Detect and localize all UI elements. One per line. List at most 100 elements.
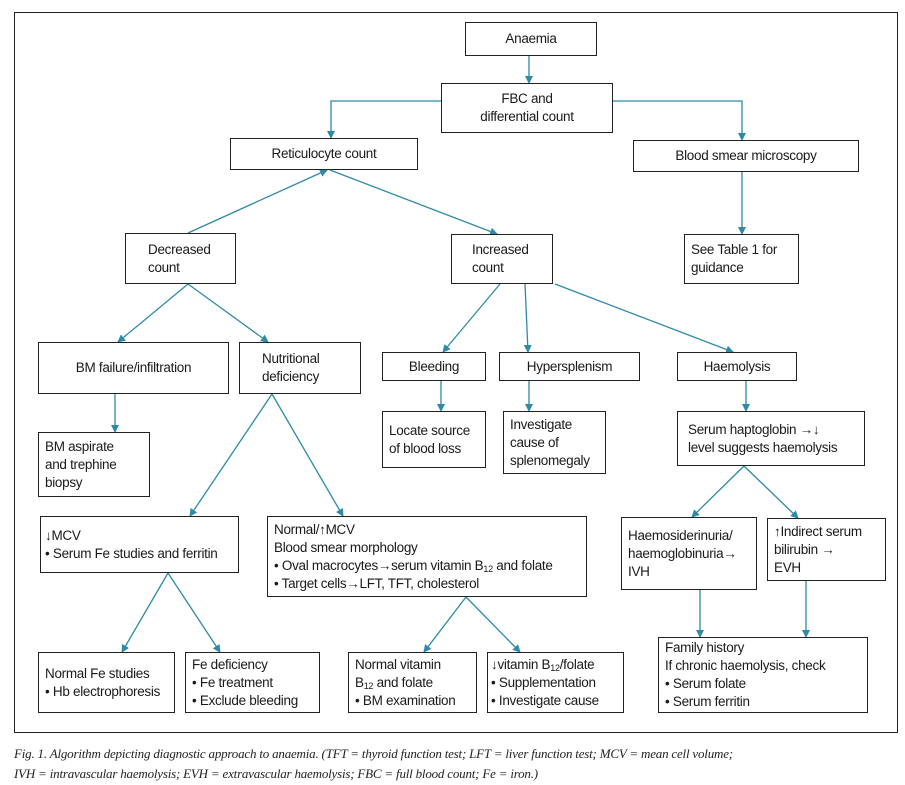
- node-text: Haemosiderinuria/: [628, 527, 733, 543]
- text-part: B: [355, 674, 364, 690]
- node-text: EVH: [774, 559, 801, 575]
- node-text: • Hb electrophoresis: [45, 683, 161, 699]
- connector-arrow: [613, 100, 746, 141]
- figure-frame: [14, 12, 898, 733]
- node-text: Normal vitamin: [355, 656, 441, 672]
- node-text: B12 and folate: [355, 674, 433, 692]
- figure-caption-line-2: IVH = intravascular haemolysis; EVH = ex…: [14, 766, 538, 781]
- node-text: • Serum ferritin: [665, 694, 750, 709]
- connector-arrow: [442, 283, 501, 353]
- node-text: • Serum folate: [665, 676, 746, 691]
- node-text: Serum haptoglobin →↓: [688, 421, 820, 437]
- node-nutritional-deficiency: Nutritional deficiency: [239, 342, 361, 394]
- node-text: splenomegaly: [510, 452, 590, 468]
- node-text: ↓MCV: [45, 527, 81, 543]
- subscript: 12: [363, 680, 374, 691]
- node-text: • Supplementation: [491, 674, 596, 690]
- node-text: count: [472, 260, 504, 275]
- node-text: BM aspirate: [45, 438, 114, 454]
- node-low-mcv: ↓MCV • Serum Fe studies and ferritin: [40, 516, 239, 573]
- node-text: level suggests haemolysis: [688, 439, 838, 455]
- node-normal-high-mcv: Normal/↑MCV Blood smear morphology • Ova…: [267, 516, 587, 597]
- node-low-vitamin: ↓vitamin B12/folate • Supplementation • …: [487, 652, 624, 713]
- connector-arrow: [691, 465, 745, 518]
- node-text: See Table 1 for: [691, 242, 778, 257]
- node-text: count: [148, 259, 180, 275]
- node-text: Nutritional: [262, 351, 320, 366]
- node-text: Haemolysis: [703, 358, 771, 374]
- subscript: 12: [550, 662, 560, 673]
- figure-caption-line-1: Fig. 1. Algorithm depicting diagnostic a…: [14, 746, 733, 761]
- node-text: ↓vitamin B12/folate: [491, 656, 595, 674]
- node-text: IVH: [628, 563, 650, 579]
- node-text: If chronic haemolysis, check: [665, 658, 826, 673]
- connector-arrow: [121, 572, 169, 653]
- node-text: and trephine: [45, 456, 117, 472]
- connector-arrow: [189, 393, 273, 517]
- node-text: Family history: [665, 640, 745, 655]
- node-haemolysis: Haemolysis: [677, 352, 797, 381]
- node-text: Investigate: [510, 416, 572, 432]
- node-text: Reticulocyte count: [271, 146, 377, 161]
- node-text: Decreased: [148, 241, 211, 257]
- connector-arrow: [327, 100, 441, 139]
- text-part: and folate: [492, 557, 553, 573]
- connector-arrow: [554, 283, 734, 354]
- node-hypersplenism: Hypersplenism: [499, 352, 640, 381]
- connector-arrow: [187, 283, 269, 343]
- node-blood-smear: Blood smear microscopy: [633, 140, 859, 172]
- node-reticulocyte-count: Reticulocyte count: [230, 138, 418, 170]
- node-text: Increased: [472, 242, 529, 257]
- node-text: • Investigate cause: [491, 692, 599, 708]
- node-anaemia: Anaemia: [465, 22, 597, 56]
- node-normal-fe: Normal Fe studies • Hb electrophoresis: [38, 652, 175, 713]
- node-haptoglobin: Serum haptoglobin →↓ level suggests haemo…: [677, 411, 865, 466]
- connector-arrow: [743, 465, 799, 519]
- node-locate-source: Locate source of blood loss: [382, 411, 486, 468]
- node-text: Hypersplenism: [526, 358, 613, 374]
- connector-arrow: [423, 596, 467, 653]
- node-text: Blood smear morphology: [274, 539, 418, 555]
- node-text: • Target cells→LFT, TFT, cholesterol: [274, 575, 480, 591]
- node-text: bilirubin →: [774, 541, 835, 557]
- node-decreased-count: Decreased count: [125, 233, 236, 284]
- node-text: cause of: [510, 434, 559, 450]
- node-normal-vitamin: Normal vitamin B12 and folate • BM exami…: [348, 652, 477, 713]
- subscript: 12: [483, 563, 493, 574]
- node-text: • Serum Fe studies and ferritin: [45, 545, 218, 561]
- node-investigate-splenomegaly: Investigate cause of splenomegaly: [503, 411, 606, 474]
- node-text: of blood loss: [389, 440, 461, 456]
- node-text: guidance: [691, 260, 744, 275]
- node-fe-deficiency: Fe deficiency• Fe treatment• Exclude ble…: [185, 652, 320, 713]
- connector-arrow: [465, 596, 521, 653]
- node-text: Anaemia: [505, 31, 557, 46]
- node-text: Normal Fe studies: [45, 665, 150, 681]
- connector-arrow: [329, 169, 498, 236]
- node-text: Fe deficiency: [192, 656, 268, 672]
- connector-arrow: [271, 393, 344, 517]
- connector-arrow: [117, 283, 189, 343]
- node-increased-count: Increased count: [451, 234, 553, 284]
- node-text: haemoglobinuria→: [628, 545, 737, 561]
- text-part: and folate: [373, 674, 434, 690]
- text-part: • Oval macrocytes→serum vitamin B: [274, 557, 484, 573]
- connector-arrow: [187, 169, 328, 234]
- node-haemosiderinuria: Haemosiderinuria/haemoglobinuria→ IVH: [621, 517, 757, 590]
- text-part: ↓vitamin B: [491, 656, 551, 672]
- node-text: Locate source: [389, 422, 470, 438]
- text-part: /folate: [559, 656, 595, 672]
- node-text: Normal/↑MCV: [274, 521, 355, 537]
- node-bleeding: Bleeding: [382, 352, 486, 381]
- node-see-table: See Table 1 for guidance: [684, 234, 799, 284]
- connector-arrow: [167, 572, 221, 653]
- node-text: differential count: [480, 109, 574, 124]
- node-text: Blood smear microscopy: [675, 148, 817, 163]
- node-text: BM failure/infiltration: [75, 360, 192, 375]
- connector-arrow: [523, 283, 532, 353]
- node-text: • BM examination: [355, 692, 456, 708]
- node-text: deficiency: [262, 369, 320, 384]
